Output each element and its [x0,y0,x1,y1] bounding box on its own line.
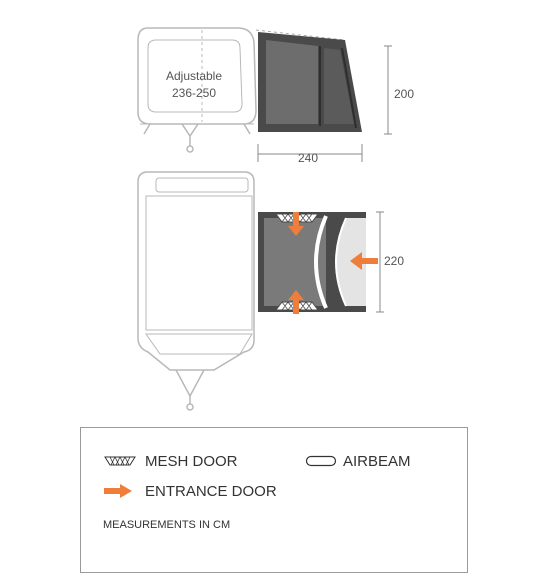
entrance-arrow-top-icon [288,212,304,236]
adjustable-range: 236-250 [172,86,216,100]
adjustable-label: Adjustable [166,69,222,83]
height-dimension-line [384,45,392,135]
side-link-line [255,29,346,41]
awning-side-profile [258,32,362,132]
width-dimension-line [257,144,363,162]
entrance-arrow-bottom-icon [288,290,304,314]
mesh-door-icon [104,456,136,466]
entrance-door-arrow-icon [104,484,132,498]
mesh-door-label: MESH DOOR [145,453,238,470]
caravan-side-view [137,27,257,153]
airbeam-icon [305,455,337,467]
depth-dimension-line [376,211,384,313]
height-dimension-label: 200 [394,87,414,101]
width-dimension-label: 240 [298,151,318,165]
entrance-door-label: ENTRANCE DOOR [145,483,277,500]
caravan-top-view [137,171,255,411]
legend-box: MESH DOOR AIRBEAM ENTRANCE DOOR MEASUREM… [80,427,468,573]
awning-top-view [258,212,378,314]
entrance-arrow-right-icon [350,252,378,270]
depth-dimension-label: 220 [384,254,404,268]
awning-diagram: Adjustable 236-250 200 240 [137,27,414,411]
airbeam-label: AIRBEAM [343,453,411,470]
measurements-note: MEASUREMENTS IN CM [103,519,231,531]
